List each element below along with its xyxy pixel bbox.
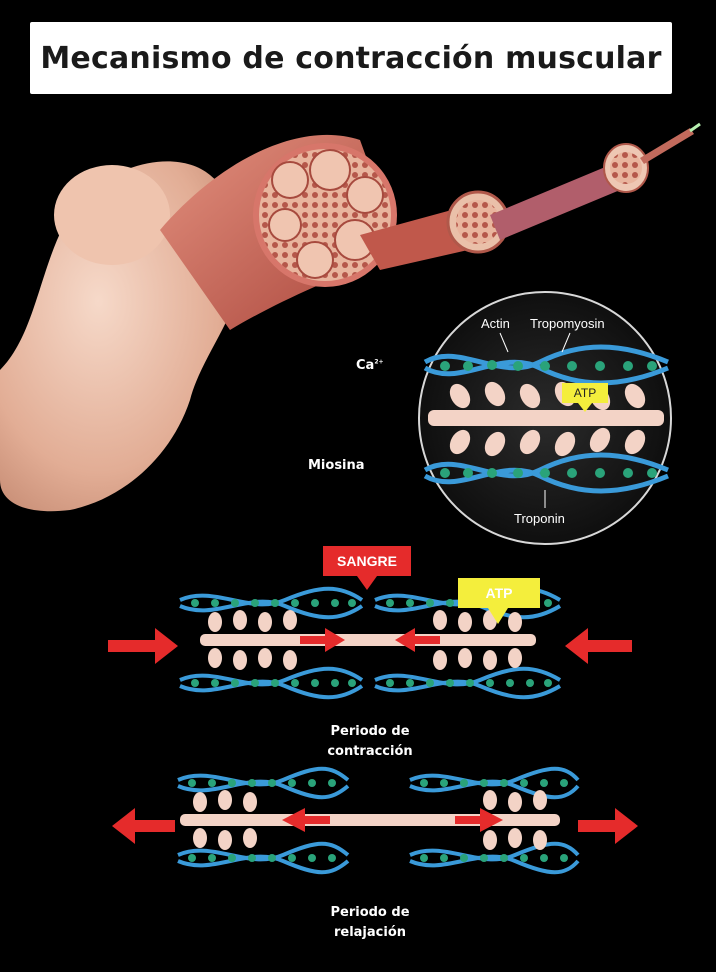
- contraction-caption-line2: contracción: [300, 742, 440, 762]
- blood-label: SANGRE: [323, 546, 411, 576]
- page-title: Mecanismo de contracción muscular: [30, 22, 672, 94]
- actin-label: Actin: [481, 316, 510, 331]
- myosin-label: Miosina: [308, 458, 365, 473]
- relaxation-caption-line2: relajación: [300, 923, 440, 943]
- relaxation-caption: Periodo de relajación: [300, 903, 440, 943]
- troponin-label: Troponin: [514, 511, 565, 526]
- calcium-label-charge: 2+: [374, 359, 383, 366]
- atp-label: ATP: [458, 578, 540, 608]
- arrow-left-outward: [112, 808, 175, 844]
- tropomyosin-label: Tropomyosin: [530, 316, 605, 331]
- atp-zoom-label: ATP: [565, 386, 605, 400]
- calcium-label: Ca2+: [356, 358, 384, 373]
- relaxation-sarcomere: [178, 769, 578, 873]
- relaxation-caption-line1: Periodo de: [300, 903, 440, 923]
- muscle-bundle: [160, 124, 700, 330]
- arrow-right-inward: [565, 628, 632, 664]
- arrow-right-outward: [578, 808, 638, 844]
- calcium-label-base: Ca: [356, 358, 374, 373]
- arrow-left-inward: [108, 628, 178, 664]
- title-banner: Mecanismo de contracción muscular: [30, 22, 672, 94]
- contraction-caption: Periodo de contracción: [300, 722, 440, 762]
- contraction-caption-line1: Periodo de: [300, 722, 440, 742]
